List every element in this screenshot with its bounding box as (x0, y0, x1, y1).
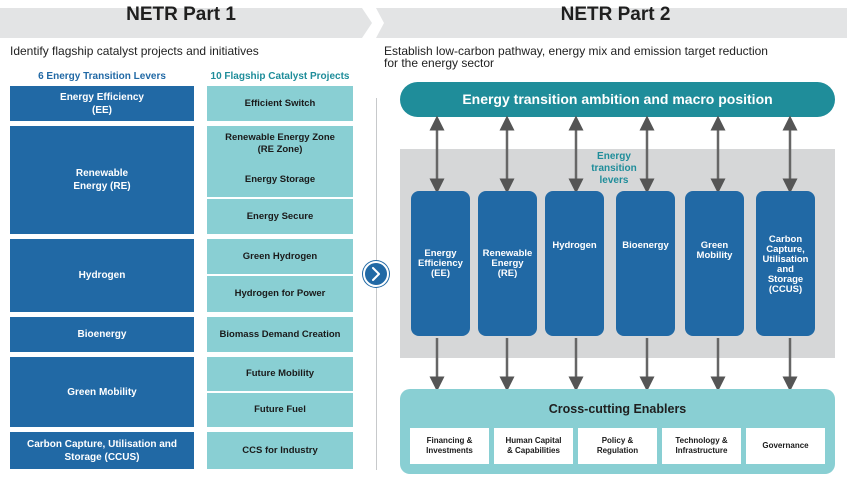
project-green-hydrogen: Green Hydrogen (207, 239, 353, 274)
part2-subtitle-line2: for the energy sector (384, 56, 495, 70)
project-label: Efficient Switch (244, 97, 316, 109)
lever-label: Bioenergy (77, 329, 127, 340)
lever-label: Hydrogen (78, 270, 126, 281)
project-future-mobility: Future Mobility (207, 357, 353, 391)
project-label: Renewable Energy Zone (225, 132, 335, 143)
project-label: Energy Storage (244, 174, 316, 185)
pillar-text: Mobility (696, 250, 733, 261)
pillar-text: (CCUS) (768, 284, 803, 295)
pillar-text: (EE) (430, 267, 450, 279)
part2-title: NETR Part 2 (560, 4, 671, 25)
pillar-text: Utilisation (762, 254, 809, 265)
lever-label: (EE) (91, 104, 112, 116)
part2-banner (376, 8, 847, 38)
project-label: Green Hydrogen (242, 250, 318, 262)
pillar-text: Hydrogen (552, 240, 597, 251)
pillar-hydrogen: Hydrogen (545, 191, 604, 336)
enabler-text: Regulation (596, 446, 639, 455)
project-biomass-demand: Biomass Demand Creation (207, 317, 353, 352)
lever-label: Green Mobility (67, 386, 137, 398)
lever-energy-efficiency: Energy Efficiency(EE) (10, 86, 194, 121)
enabler-text: Policy & (601, 436, 634, 445)
lever-hydrogen: Hydrogen (10, 239, 194, 312)
pillar-text: Carbon (768, 234, 803, 245)
lever-green-mobility: Green Mobility (10, 357, 194, 427)
project-hydrogen-for-power: Hydrogen for Power (207, 276, 353, 312)
enabler-human-capital: Human Capital& Capabilities (494, 428, 573, 464)
project-energy-storage: Energy Storage (207, 162, 353, 198)
lever-bioenergy: Bioenergy (10, 317, 194, 352)
project-future-fuel: Future Fuel (207, 393, 353, 427)
part2-subtitle-line1: Establish low-carbon pathway, energy mix… (384, 44, 768, 58)
project-label: CCS for Industry (242, 444, 318, 456)
part1-title: NETR Part 1 (126, 4, 236, 25)
project-energy-secure: Energy Secure (207, 199, 353, 234)
enabler-text: Investments (426, 446, 473, 455)
lever-label: Renewable (75, 168, 129, 179)
etl-line: Energy (597, 151, 631, 162)
enabler-technology: Technology &Infrastructure (662, 428, 741, 464)
pillar-text: Bioenergy (622, 240, 669, 251)
project-ccs-industry: CCS for Industry (207, 432, 353, 469)
energy-transition-levers-label: Energy transition levers (578, 151, 650, 187)
projects-heading: 10 Flagship Catalyst Projects (210, 71, 350, 82)
enablers-title: Cross-cutting Enablers (548, 402, 687, 416)
lever-label: Storage (CCUS) (64, 451, 140, 463)
enabler-text: Human Capital (505, 436, 562, 445)
enabler-text: & Capabilities (507, 446, 560, 455)
enabler-text: Financing & (426, 436, 473, 445)
pillar-text: and Storage (767, 264, 804, 285)
pillar-text: Energy (491, 257, 524, 269)
part1-subtitle: Identify flagship catalyst projects and … (10, 44, 259, 58)
levers-heading: 6 Energy Transition Levers (38, 71, 166, 82)
enabler-text: Governance (762, 441, 809, 450)
project-label: Energy Secure (246, 210, 314, 222)
etl-line: levers (599, 175, 629, 186)
pillar-text: (RE) (497, 267, 518, 279)
project-divider (207, 197, 353, 199)
project-label: Future Fuel (254, 404, 306, 415)
chevron-right-icon[interactable] (363, 261, 389, 287)
project-label: (RE Zone) (257, 144, 303, 155)
ambition-banner: Energy transition ambition and macro pos… (400, 82, 835, 117)
project-label: Biomass Demand Creation (219, 328, 341, 340)
pillar-text: Energy (424, 247, 457, 259)
pillar-text: Capture, (766, 244, 805, 255)
enabler-governance: Governance (746, 428, 825, 464)
pillar-bioenergy: Bioenergy (616, 191, 675, 336)
pillar-text: Renewable (482, 247, 533, 259)
etl-line: transition (591, 163, 637, 174)
project-divider (207, 274, 353, 276)
lever-label: Carbon Capture, Utilisation and (26, 438, 177, 450)
project-label: Hydrogen for Power (234, 288, 326, 299)
project-re-zone: Renewable Energy Zone(RE Zone) (207, 126, 353, 162)
project-efficient-switch: Efficient Switch (207, 86, 353, 121)
pillar-text: Green (700, 240, 729, 251)
enabler-financing: Financing &Investments (410, 428, 489, 464)
part1-banner (0, 8, 372, 38)
lever-label: Energy (RE) (73, 181, 131, 192)
lever-label: Energy Efficiency (60, 91, 144, 103)
project-label: Future Mobility (245, 368, 315, 379)
pillar-text: Efficiency (418, 257, 463, 269)
project-divider (207, 391, 353, 393)
enabler-text: Infrastructure (675, 446, 728, 455)
enabler-text: Technology & (675, 436, 728, 445)
enabler-policy: Policy &Regulation (578, 428, 657, 464)
